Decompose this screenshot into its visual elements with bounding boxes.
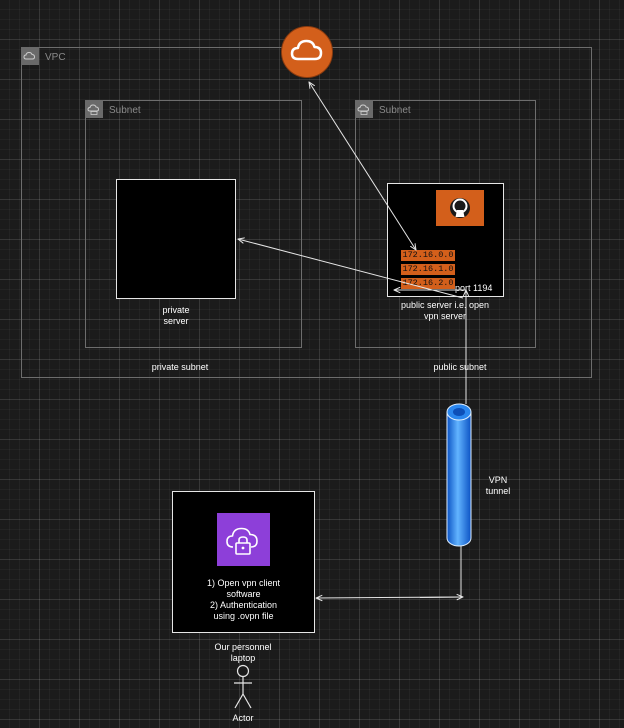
laptop-steps: 1) Open vpn client software 2) Authentic… [172, 578, 315, 622]
actor-stick-figure-icon [232, 664, 254, 712]
vpn-tunnel-label-line2: tunnel [485, 486, 511, 496]
openvpn-icon [436, 190, 484, 226]
laptop-step2-line2: using .ovpn file [213, 611, 274, 621]
laptop-step1-line1: 1) Open vpn client [206, 578, 281, 588]
vpn-tunnel-label: VPN tunnel [478, 475, 518, 497]
internet-cloud-icon[interactable] [281, 26, 333, 78]
ip-range-chip: 172.16.1.0 [401, 264, 455, 275]
laptop-step2-line1: 2) Authentication [209, 600, 278, 610]
actor-label: Actor [232, 713, 254, 723]
vpn-tunnel-cylinder [445, 402, 473, 548]
vpc-label: VPC [45, 52, 66, 63]
subnet-icon [85, 100, 103, 118]
connector-tunnel-to-laptop [316, 546, 462, 598]
ip-range-chip: 172.16.0.0 [401, 250, 455, 261]
private-server-box[interactable] [116, 179, 236, 299]
vpn-client-lock-cloud-icon [217, 513, 270, 566]
port-label: port 1194 [455, 283, 493, 293]
private-subnet-label: Subnet [109, 105, 141, 116]
laptop-caption: Our personnel laptop [192, 642, 294, 664]
private-server-caption-line2: server [163, 316, 189, 326]
connector-internet-to-vpn-server [309, 82, 416, 250]
public-subnet-caption: public subnet [433, 362, 487, 372]
private-subnet-caption: private subnet [151, 362, 209, 372]
connector-laptop-arrow-head [419, 597, 463, 598]
public-server-caption-line1: public server i.e. open [400, 300, 490, 310]
laptop-step1-line2: software [226, 589, 261, 599]
private-server-caption-line1: private [162, 305, 190, 315]
connector-vpn-server-to-private-server [238, 239, 464, 299]
laptop-caption-line2: laptop [230, 653, 256, 663]
laptop-caption-line1: Our personnel [214, 642, 272, 652]
vpc-cloud-icon [21, 47, 39, 65]
vpn-tunnel-label-line1: VPN [488, 475, 508, 485]
ip-range-chip: 172.16.2.0 [401, 278, 455, 289]
public-server-caption: public server i.e. open vpn server [380, 300, 510, 322]
private-server-caption: private server [116, 305, 236, 327]
private-subnet-group [85, 100, 302, 348]
public-server-caption-line2: vpn server [423, 311, 467, 321]
